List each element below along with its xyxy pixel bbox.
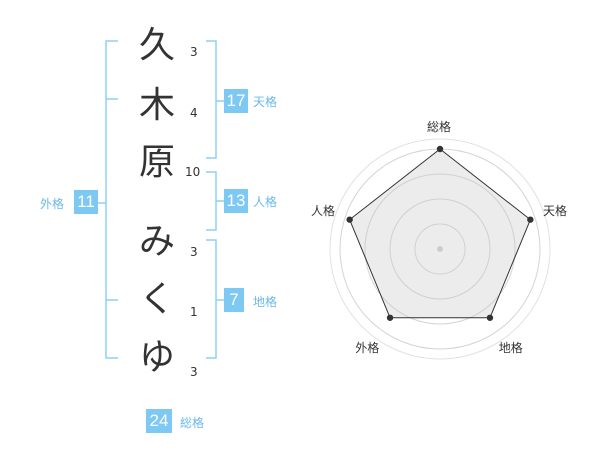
soukaku-label: 総格 bbox=[180, 416, 205, 430]
name-char-4: み bbox=[138, 221, 175, 262]
radar-label-1: 総格 bbox=[427, 120, 452, 134]
chikaku-badge: 7 bbox=[224, 288, 244, 312]
name-char-1: 久 bbox=[138, 25, 175, 66]
radar-point-1 bbox=[436, 145, 444, 153]
radar-point-2 bbox=[527, 216, 534, 223]
radar-label-5: 人格 bbox=[310, 204, 335, 219]
jinkaku-badge: 13 bbox=[224, 189, 248, 213]
radar-label-3: 地格 bbox=[498, 340, 523, 355]
radar-point-3 bbox=[486, 314, 494, 321]
radar-ring bbox=[364, 173, 516, 325]
radar-outer-ring bbox=[329, 138, 551, 360]
name-char-5: く bbox=[138, 279, 175, 320]
chikaku-label: 地格 bbox=[253, 295, 278, 309]
gaikaku-bracket bbox=[105, 40, 118, 359]
name-char-6: ゆ bbox=[138, 337, 175, 378]
name-char-2: 木 bbox=[138, 85, 175, 126]
stroke-count-1: 3 bbox=[190, 45, 198, 59]
jinkaku-label: 人格 bbox=[253, 195, 278, 209]
stroke-count-6: 3 bbox=[190, 365, 198, 379]
gaikaku-label: 外格 bbox=[40, 197, 65, 211]
radar-area bbox=[349, 148, 531, 319]
chikaku-bracket bbox=[206, 239, 217, 359]
name-char-3: 原 bbox=[138, 142, 175, 183]
radar-point-5 bbox=[346, 216, 353, 223]
stroke-count-4: 3 bbox=[190, 245, 198, 259]
gaikaku-badge: 11 bbox=[74, 190, 98, 214]
stroke-count-5: 1 bbox=[190, 305, 198, 319]
radar-label-2: 天格 bbox=[543, 204, 568, 219]
radar-label-4: 外格 bbox=[355, 340, 380, 355]
tenkaku-bracket bbox=[206, 40, 217, 159]
radar-ring bbox=[414, 223, 466, 275]
radar-ring bbox=[389, 198, 491, 300]
tenkaku-badge: 17 bbox=[224, 89, 248, 113]
soukaku-badge: 24 bbox=[146, 409, 172, 433]
stroke-count-3: 10 bbox=[185, 165, 201, 179]
stroke-count-2: 4 bbox=[190, 106, 198, 120]
radar-center bbox=[437, 246, 443, 252]
radar-point-4 bbox=[386, 314, 394, 321]
tenkaku-label: 天格 bbox=[253, 95, 278, 109]
